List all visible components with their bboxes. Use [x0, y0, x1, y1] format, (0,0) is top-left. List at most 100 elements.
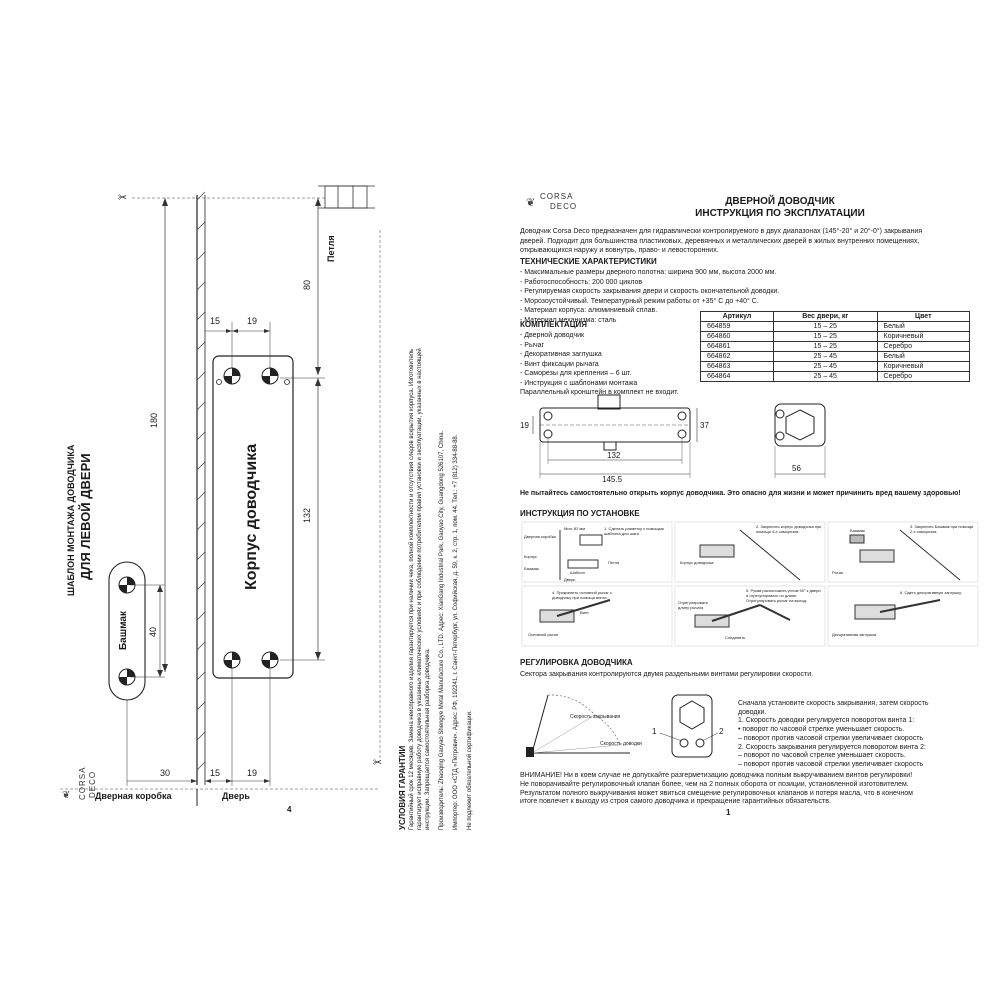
regulation-title: РЕГУЛИРОВКА ДОВОДЧИКА — [520, 658, 633, 667]
install-title: ИНСТРУКЦИЯ ПО УСТАНОВКЕ — [520, 509, 640, 518]
dim-15-bottom: 15 — [210, 768, 221, 778]
kit-item: - Винт фиксации рычага — [520, 360, 599, 368]
label-main-lever: Основной рычаг — [528, 632, 559, 637]
dim-40: 40 — [148, 626, 158, 637]
intro-text: Доводчик Corsa Deco предназначен для гид… — [520, 227, 990, 256]
logo-deco-text: DECO — [550, 202, 578, 211]
label-closer-body: Корпус доводчика — [680, 560, 714, 565]
install-step-3: 3. Закрепить Башмак при помощи 2-х самор… — [910, 524, 974, 534]
intro-line: дверей. Подходит для большинства пластик… — [520, 237, 920, 245]
label-lever: Рычаг — [832, 570, 844, 575]
table-cell: Коричневый — [876, 361, 971, 372]
kit-item: Параллельный кронштейн в комплект не вхо… — [520, 389, 679, 396]
doc-title-2: ИНСТРУКЦИЯ ПО ЭКСПЛУАТАЦИИ — [695, 208, 865, 219]
dim-132: 132 — [607, 451, 621, 460]
logo-corsa-text: CORSA — [540, 192, 574, 201]
warning-line: ВНИМАНИЕ! Ни в коем случае не допускайте… — [520, 772, 913, 779]
table-cell: Коричневый — [876, 331, 971, 342]
table-header: Цвет — [876, 311, 971, 322]
mounting-template-drawing — [60, 185, 381, 806]
template-title-line-1: ШАБЛОН МОНТАЖА ДОВОДЧИКА — [66, 444, 76, 596]
reg-line: 2. Скорость закрывания регулируется пово… — [738, 743, 926, 751]
table-cell: 15 – 25 — [773, 341, 878, 352]
label-shoe: Башмак — [524, 566, 539, 571]
final-warning: ВНИМАНИЕ! Ни в коем случае не допускайте… — [520, 772, 990, 807]
label-body: Корпус — [524, 554, 537, 559]
reg-line: – поворот против часовой стрелки увеличи… — [738, 734, 924, 742]
table-cell: 664864 — [699, 371, 775, 382]
label-decorative-cap: Декоративная заглушка — [832, 632, 877, 637]
table-cell: 664863 — [699, 361, 775, 372]
spec-item: - Материал корпуса: алюминиевый сплав. — [520, 307, 658, 314]
label-connect: Соединить — [725, 635, 746, 640]
warranty-block: УСЛОВИЯ ГАРАНТИИ Гарантийный срок 12 мес… — [398, 348, 474, 830]
regulation-text: Сначала установите скорость закрывания, … — [738, 700, 929, 770]
kit-item: - Декоративная заглушка — [520, 351, 602, 358]
warning-line: Результатом полного выкручивания может я… — [520, 789, 913, 797]
closer-body-label: Корпус доводчика — [243, 443, 260, 590]
table-cell: 25 – 45 — [773, 361, 878, 372]
table-cell: 15 – 25 — [773, 321, 878, 332]
kit-item: - Саморезы для крепления – 6 шт. — [520, 370, 632, 377]
dim-180: 180 — [149, 412, 159, 428]
kit-item: - Дверной доводчик — [520, 332, 585, 339]
label-shoe-2: Башмак — [850, 528, 865, 533]
logo-leaf-icon: ❦ — [62, 790, 71, 801]
spec-item: - Материал механизма: сталь — [520, 316, 617, 324]
regulation-intro: Сектора закрывания контролируются двумя … — [520, 671, 814, 678]
reg-line: – поворот против часовой стрелки увеличи… — [738, 760, 924, 768]
install-step-4: 4. Прикрепить основной рычаг к доводчику… — [552, 590, 612, 600]
dim-145-5: 145.5 — [602, 475, 623, 484]
intro-line: открывающихся наружу и вовнутрь, право- … — [520, 247, 719, 254]
logo-leaf-icon: ❦ — [526, 197, 536, 209]
warranty-line: Не подлежит обязательной сертификации. — [467, 710, 473, 830]
label-hinge: Петля — [608, 560, 620, 565]
dim-132: 132 — [302, 507, 312, 523]
warranty-line: инструкции. Запрещается самостоятельная … — [425, 648, 431, 830]
door-frame-label: Дверная коробка — [95, 791, 172, 801]
install-steps-grid: Дверная коробка Мин. 82 мм Корпус Башмак… — [520, 520, 980, 650]
dim-56: 56 — [792, 464, 801, 473]
table-cell: 664861 — [699, 341, 775, 352]
warranty-line: Гарантийный срок 12 месяцев. Замена неис… — [409, 348, 415, 830]
shoe-label: Башмак — [118, 611, 129, 650]
regulation-diagram — [526, 694, 719, 758]
spec-item: - Морозоустойчивый. Температурный режим … — [520, 297, 759, 305]
table-cell: 25 – 45 — [773, 371, 878, 382]
table-cell: Серебро — [876, 341, 971, 352]
label-min-82: Мин. 82 мм — [564, 526, 586, 531]
table-header-row: Артикул Вес двери, кг Цвет — [699, 311, 971, 322]
label-template: Шаблон — [570, 570, 585, 575]
warranty-line: гарантирует исправную работу доводчика в… — [417, 348, 423, 830]
reg-line: 1. Скорость доводки регулируется поворот… — [738, 717, 915, 725]
speed-closing-label: Скорость закрывания — [570, 714, 621, 720]
table-cell: 664862 — [699, 351, 775, 362]
closer-dimension-drawing — [532, 394, 826, 478]
spec-item: - Максимальные размеры дверного полотна:… — [520, 269, 777, 276]
install-step-2: 2. Закрепить корпус доводчика при помощи… — [756, 524, 822, 534]
dim-80: 80 — [302, 279, 312, 290]
dim-37: 37 — [700, 421, 709, 430]
scissors-bottom-icon: ✂ — [373, 757, 383, 769]
label-screw: Винт — [580, 610, 589, 615]
dim-19-bottom: 19 — [247, 768, 258, 778]
screw-2-label: 2 — [719, 727, 724, 736]
table-cell: Белый — [876, 321, 971, 332]
kit-list: - Дверной доводчик - Рычаг - Декоративна… — [520, 331, 679, 398]
dim-19: 19 — [520, 421, 529, 430]
specs-list: - Максимальные размеры дверного полотна:… — [520, 268, 779, 325]
hinge-label: Петля — [326, 235, 336, 262]
table-cell: Белый — [876, 351, 971, 362]
screw-1-label: 1 — [652, 727, 657, 736]
label-door-frame: Дверная коробка — [524, 534, 556, 539]
spec-item: - Работоспособность: 200 000 циклов — [520, 278, 643, 286]
table-header: Вес двери, кг — [773, 311, 878, 322]
install-step-5: 5. Рукав расположить углом 90° к двери и… — [746, 588, 821, 603]
reg-line: • поворот по часовой стрелке уменьшает с… — [738, 726, 905, 734]
table-cell: 664859 — [699, 321, 775, 332]
reg-line: – поворот по часовой стрелке уменьшает с… — [738, 752, 906, 760]
doc-title-1: ДВЕРНОЙ ДОВОДЧИК — [725, 196, 835, 207]
intro-line: Доводчик Corsa Deco предназначен для гид… — [520, 228, 923, 235]
